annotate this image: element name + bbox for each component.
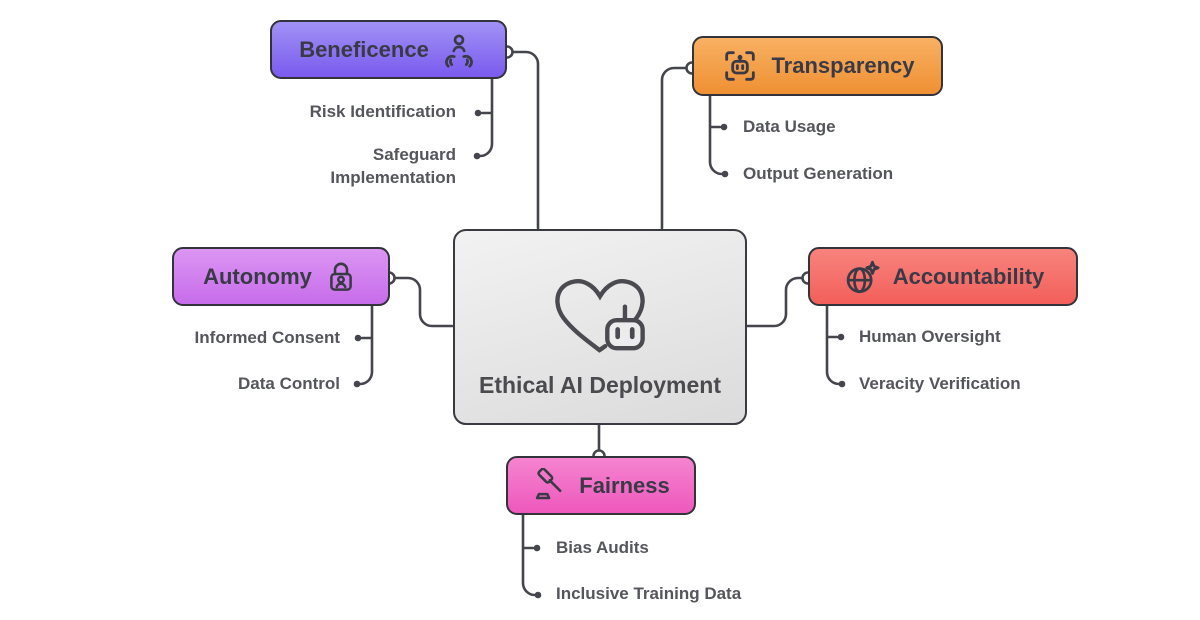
branch-label-accountability: Accountability <box>892 263 1045 289</box>
subtopic-risk-identification[interactable]: Risk Identification <box>309 102 456 121</box>
subtopic-safeguard-implementation[interactable]: Safeguard Implementation <box>330 145 456 187</box>
branch-label-autonomy: Autonomy <box>203 263 312 289</box>
branch-node-beneficence[interactable]: Beneficence <box>270 20 507 79</box>
center-node-ethical-ai-deployment[interactable]: Ethical AI Deployment <box>453 229 747 425</box>
branch-node-transparency[interactable]: Transparency <box>692 36 943 96</box>
subtopic-output-generation[interactable]: Output Generation <box>743 164 894 183</box>
subtopic-informed-consent[interactable]: Informed Consent <box>194 328 340 347</box>
subtopic-inclusive-training-data[interactable]: Inclusive Training Data <box>556 584 742 603</box>
branch-node-accountability[interactable]: Accountability <box>808 247 1078 306</box>
subtopic-data-usage[interactable]: Data Usage <box>743 117 836 136</box>
branch-label-fairness: Fairness <box>579 472 670 498</box>
care-hands-icon <box>444 34 473 67</box>
gavel-icon <box>536 467 562 499</box>
branch-node-autonomy[interactable]: Autonomy <box>172 247 390 306</box>
connector-beneficence-center <box>510 50 540 230</box>
lock-user-icon <box>329 262 352 291</box>
globe-sparkle-icon <box>846 260 880 293</box>
branch-label-beneficence: Beneficence <box>299 36 429 62</box>
heart-robot-icon <box>555 278 645 353</box>
subtopic-data-control[interactable]: Data Control <box>238 374 340 393</box>
connector-transparency-center <box>660 66 690 230</box>
connector-accountability-center <box>745 276 806 328</box>
subtopic-bullets <box>353 109 846 599</box>
scan-robot-icon <box>725 51 756 81</box>
branch-node-fairness[interactable]: Fairness <box>506 456 696 515</box>
center-node-label: Ethical AI Deployment <box>479 371 721 398</box>
branch-label-transparency: Transparency <box>771 53 915 78</box>
tree-accountability <box>825 304 841 386</box>
connector-autonomy-center <box>391 276 454 328</box>
tree-beneficence <box>478 77 494 158</box>
tree-transparency <box>708 94 724 176</box>
tree-autonomy <box>358 304 374 386</box>
subtopic-bias-audits[interactable]: Bias Audits <box>556 538 649 557</box>
subtopic-veracity-verification[interactable]: Veracity Verification <box>859 374 1021 393</box>
subtopic-human-oversight[interactable]: Human Oversight <box>859 327 1001 346</box>
tree-fairness <box>521 513 537 597</box>
